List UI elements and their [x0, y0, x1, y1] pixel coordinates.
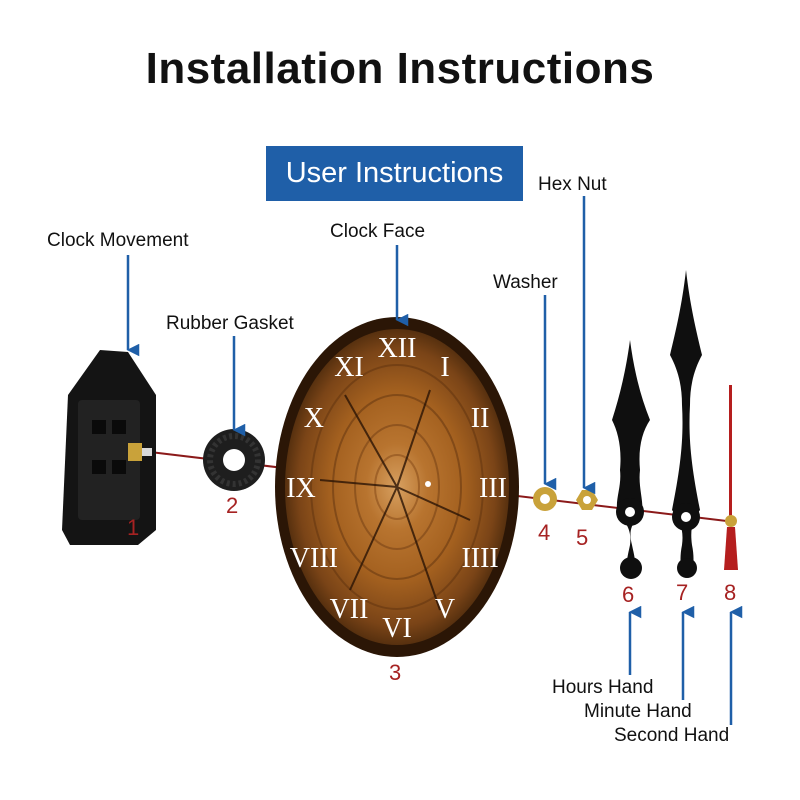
clock-face-part — [275, 317, 519, 657]
label-rubber-gasket: Rubber Gasket — [166, 313, 294, 334]
clock-numeral: VIII — [290, 543, 338, 574]
part-number-3: 3 — [389, 660, 402, 685]
part-number-6: 6 — [622, 582, 635, 607]
hours-hand-part — [612, 340, 650, 579]
part-number-5: 5 — [576, 525, 589, 550]
part-number-4: 4 — [538, 520, 551, 545]
clock-numeral: X — [304, 403, 324, 434]
washer-part — [533, 487, 557, 511]
clock-numeral: V — [435, 594, 455, 625]
label-washer: Washer — [493, 272, 558, 293]
page-title: Installation Instructions — [145, 44, 655, 93]
hex-nut-part — [576, 490, 598, 510]
clock-numeral: I — [440, 352, 449, 383]
part-number-2: 2 — [226, 493, 239, 518]
clock-numeral: IIII — [461, 543, 498, 574]
minute-hand-part — [670, 270, 702, 578]
part-number-1: 1 — [127, 515, 140, 540]
part-number-8: 8 — [724, 580, 737, 605]
part-number-7: 7 — [676, 580, 689, 605]
label-hex-nut: Hex Nut — [538, 174, 607, 195]
label-clock-face: Clock Face — [330, 221, 426, 242]
label-hours-hand: Hours Hand — [552, 677, 654, 698]
clock-numeral: VI — [382, 613, 412, 644]
second-hand-part — [724, 385, 738, 570]
clock-numeral: IX — [286, 473, 316, 504]
clock-numeral: VII — [330, 594, 369, 625]
clock-movement-part — [62, 350, 156, 545]
clock-numeral: XI — [334, 352, 364, 383]
label-second-hand: Second Hand — [614, 725, 730, 746]
label-minute-hand: Minute Hand — [584, 701, 692, 722]
label-clock-movement: Clock Movement — [47, 230, 189, 251]
user-instructions-badge: User Instructions — [266, 146, 523, 201]
rubber-gasket-part — [203, 429, 265, 491]
clock-numeral: XII — [378, 333, 417, 364]
clock-numeral: II — [471, 403, 490, 434]
clock-numeral: III — [479, 473, 507, 504]
